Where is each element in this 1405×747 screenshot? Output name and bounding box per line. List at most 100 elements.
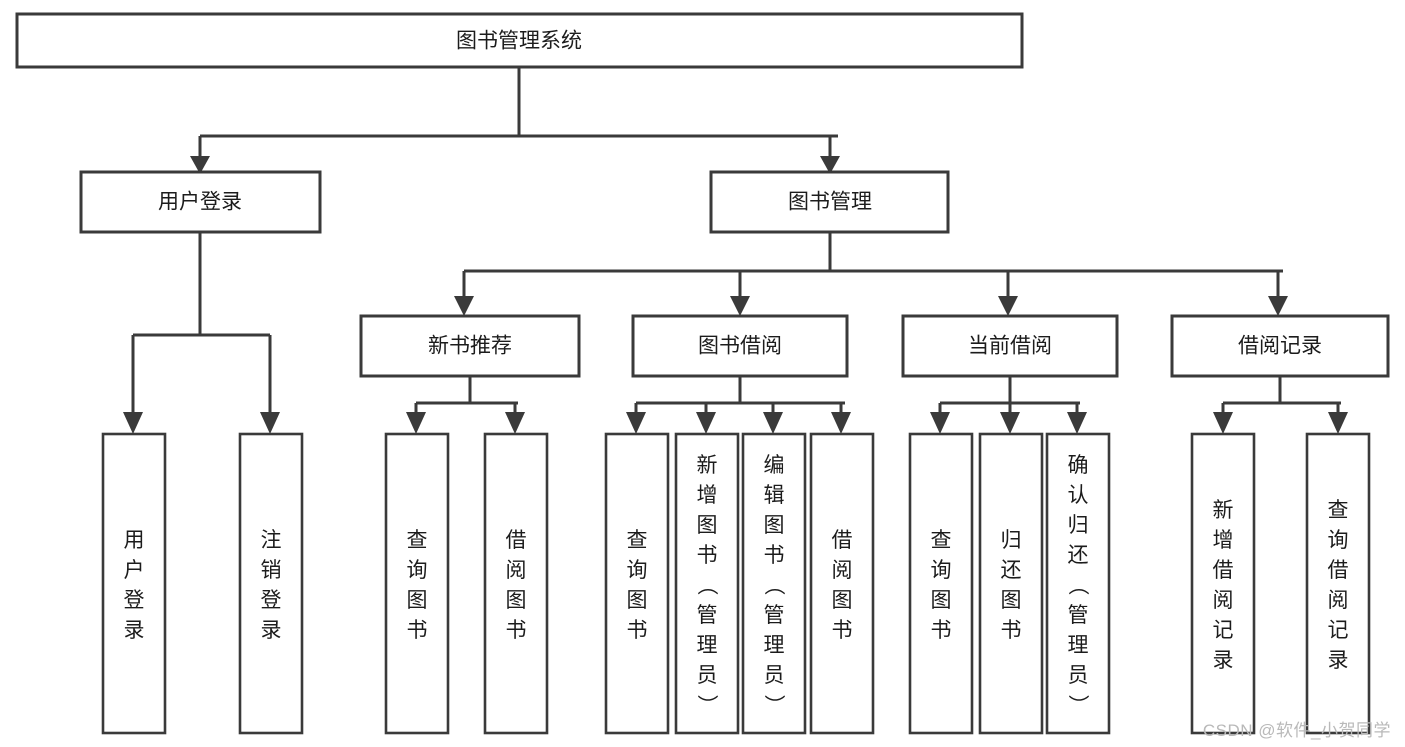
svg-text:图: 图 bbox=[931, 589, 952, 612]
node-leaf-user-login[interactable] bbox=[101, 432, 167, 735]
svg-text:书: 书 bbox=[627, 619, 648, 642]
node-user-login-box[interactable] bbox=[79, 170, 322, 234]
svg-text:查: 查 bbox=[627, 529, 648, 552]
node-leaf-query-book-1-box[interactable] bbox=[384, 432, 450, 735]
node-book-manage-box[interactable] bbox=[709, 170, 950, 234]
node-leaf-confirm-return[interactable] bbox=[1045, 432, 1111, 735]
svg-text:书: 书 bbox=[832, 619, 853, 642]
node-root-box[interactable] bbox=[15, 12, 1024, 69]
svg-text:书: 书 bbox=[1001, 619, 1022, 642]
svg-text:录: 录 bbox=[261, 619, 282, 642]
arrow-head-leaf-user-logout bbox=[260, 412, 280, 434]
svg-text:询: 询 bbox=[1328, 529, 1349, 552]
arrow-head-book-borrow bbox=[730, 296, 750, 316]
node-leaf-user-logout[interactable] bbox=[238, 432, 304, 735]
svg-text:图: 图 bbox=[506, 589, 527, 612]
node-leaf-borrow-book-2[interactable] bbox=[809, 432, 875, 735]
arrow-head-borrow-record bbox=[1268, 296, 1288, 316]
node-leaf-user-login-box[interactable] bbox=[101, 432, 167, 735]
svg-text:查: 查 bbox=[931, 529, 952, 552]
node-leaf-borrow-book-1[interactable] bbox=[483, 432, 549, 735]
node-borrow-record[interactable]: 借阅记录 bbox=[1170, 314, 1390, 378]
node-leaf-edit-book-box[interactable] bbox=[741, 432, 807, 735]
svg-text:理: 理 bbox=[697, 634, 718, 657]
node-leaf-query-book-3-box[interactable] bbox=[908, 432, 974, 735]
node-borrow-record-box[interactable] bbox=[1170, 314, 1390, 378]
node-borrow-record-label: 借阅记录 bbox=[1238, 335, 1322, 358]
svg-text:询: 询 bbox=[407, 559, 428, 582]
arrow-head-leaf-borrow-book-2 bbox=[831, 412, 851, 434]
node-leaf-query-book-2[interactable] bbox=[604, 432, 670, 735]
node-current-borrow[interactable]: 当前借阅 bbox=[901, 314, 1119, 378]
node-root[interactable]: 图书管理系统 bbox=[15, 12, 1024, 69]
svg-text:理: 理 bbox=[1068, 634, 1089, 657]
node-book-borrow-box[interactable] bbox=[631, 314, 849, 378]
node-leaf-query-book-2-box[interactable] bbox=[604, 432, 670, 735]
svg-text:图: 图 bbox=[627, 589, 648, 612]
arrow-head-leaf-confirm-return bbox=[1067, 412, 1087, 434]
node-user-login-label: 用户登录 bbox=[158, 191, 242, 214]
node-leaf-query-record[interactable] bbox=[1305, 432, 1371, 735]
node-leaf-query-record-box[interactable] bbox=[1305, 432, 1371, 735]
svg-text:记: 记 bbox=[1328, 619, 1349, 642]
node-user-login[interactable]: 用户登录 bbox=[79, 170, 322, 234]
arrow-head-current-borrow bbox=[998, 296, 1018, 316]
node-leaf-query-book-1[interactable] bbox=[384, 432, 450, 735]
arrow-head-leaf-user-login bbox=[123, 412, 143, 434]
node-leaf-add-book[interactable] bbox=[674, 432, 740, 735]
svg-text:询: 询 bbox=[931, 559, 952, 582]
node-leaf-edit-book[interactable] bbox=[741, 432, 807, 735]
node-leaf-borrow-book-1-box[interactable] bbox=[483, 432, 549, 735]
arrow-head-leaf-query-book-2 bbox=[626, 412, 646, 434]
node-leaf-return-book[interactable] bbox=[978, 432, 1044, 735]
svg-text:增: 增 bbox=[697, 484, 718, 507]
node-leaf-add-record[interactable] bbox=[1190, 432, 1256, 735]
node-leaf-add-book-box[interactable] bbox=[674, 432, 740, 735]
svg-text:用: 用 bbox=[124, 529, 145, 552]
svg-text:借: 借 bbox=[1328, 559, 1349, 582]
node-book-manage[interactable]: 图书管理 bbox=[709, 170, 950, 234]
svg-text:登: 登 bbox=[261, 589, 282, 612]
node-leaf-confirm-return-box[interactable] bbox=[1045, 432, 1111, 735]
svg-text:询: 询 bbox=[627, 559, 648, 582]
node-leaf-add-record-box[interactable] bbox=[1190, 432, 1256, 735]
arrow-head-leaf-return-book bbox=[1000, 412, 1020, 434]
svg-text:图: 图 bbox=[832, 589, 853, 612]
node-current-borrow-box[interactable] bbox=[901, 314, 1119, 378]
svg-text:增: 增 bbox=[1213, 529, 1234, 552]
svg-text:新: 新 bbox=[697, 454, 718, 477]
node-leaf-return-book-box[interactable] bbox=[978, 432, 1044, 735]
svg-text:书: 书 bbox=[764, 544, 785, 567]
svg-text:书: 书 bbox=[931, 619, 952, 642]
arrow-head-leaf-add-record bbox=[1213, 412, 1233, 434]
svg-text:认: 认 bbox=[1068, 484, 1089, 507]
arrow-head-leaf-query-record bbox=[1328, 412, 1348, 434]
node-new-book-rec-box[interactable] bbox=[359, 314, 581, 378]
node-new-book-rec[interactable]: 新书推荐 bbox=[359, 314, 581, 378]
svg-text:归: 归 bbox=[1001, 529, 1022, 552]
node-leaf-borrow-book-2-box[interactable] bbox=[809, 432, 875, 735]
arrow-head-leaf-add-book bbox=[696, 412, 716, 434]
svg-text:登: 登 bbox=[124, 589, 145, 612]
node-book-borrow[interactable]: 图书借阅 bbox=[631, 314, 849, 378]
node-leaf-user-login-label: 用户登录 bbox=[124, 529, 145, 642]
svg-text:书: 书 bbox=[506, 619, 527, 642]
svg-text:书: 书 bbox=[407, 619, 428, 642]
node-new-book-rec-label: 新书推荐 bbox=[428, 335, 512, 358]
svg-text:管: 管 bbox=[1068, 604, 1089, 627]
arrow-head-book-manage bbox=[820, 156, 840, 174]
svg-text:）: ） bbox=[695, 694, 718, 715]
node-book-borrow-label: 图书借阅 bbox=[698, 335, 782, 358]
node-leaf-query-book-3[interactable] bbox=[908, 432, 974, 735]
svg-text:）: ） bbox=[762, 694, 785, 715]
svg-text:图: 图 bbox=[1001, 589, 1022, 612]
node-leaf-user-logout-box[interactable] bbox=[238, 432, 304, 735]
